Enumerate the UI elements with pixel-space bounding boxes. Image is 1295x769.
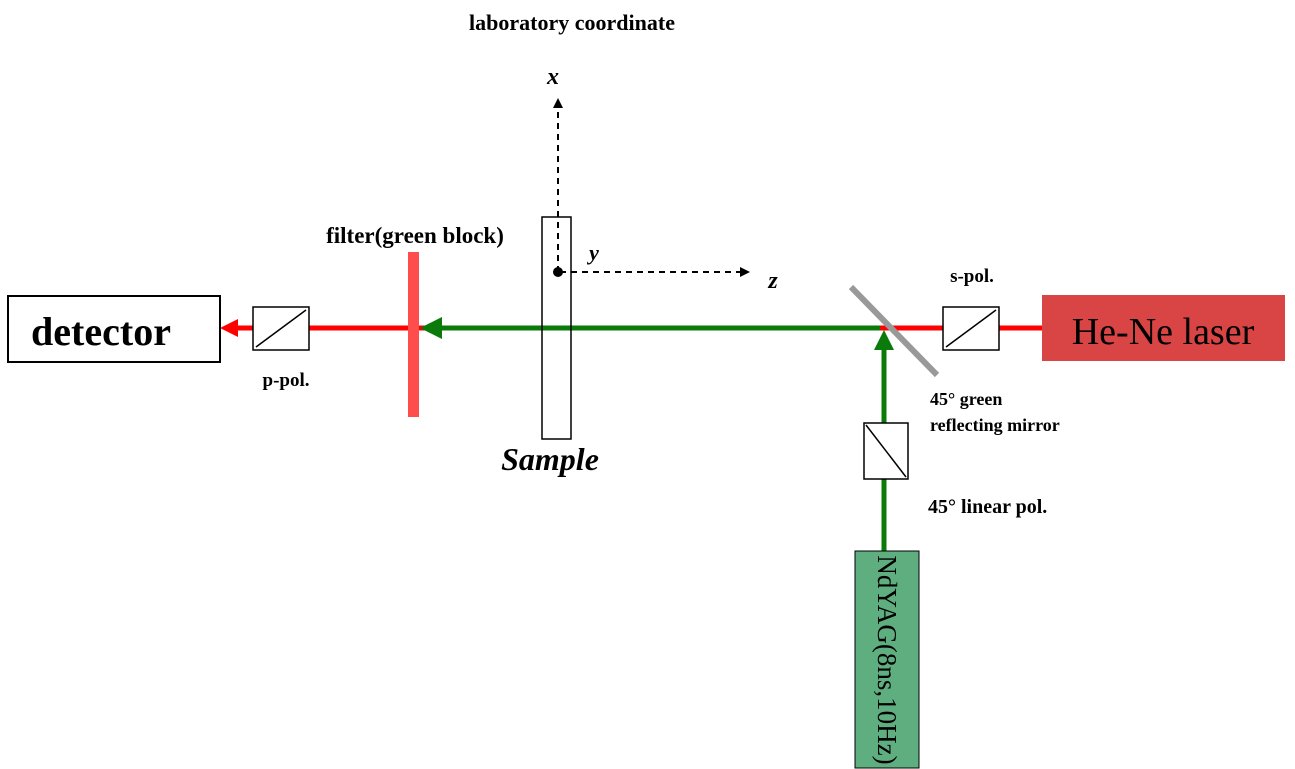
mirror-label-line1: 45° green	[930, 389, 1002, 409]
x-axis-label: x	[546, 64, 559, 90]
green-block-filter	[408, 252, 419, 417]
he-ne-laser-box	[1042, 295, 1285, 361]
coordinate-axes: x y z	[546, 64, 778, 294]
s-polarizer-label: s-pol.	[950, 266, 994, 287]
linear-polarizer	[863, 422, 909, 480]
green-reflecting-mirror	[848, 284, 940, 378]
p-polarizer-label: p-pol.	[263, 370, 310, 391]
nd-yag-laser-box	[854, 550, 920, 769]
nd-yag-laser-label: NdYAG(8ns,10Hz)	[872, 555, 902, 764]
y-axis-label: y	[586, 240, 599, 265]
sample-label: Sample	[501, 441, 599, 477]
he-ne-laser-label: He-Ne laser	[1072, 311, 1255, 353]
filter-label: filter(green block)	[326, 223, 504, 248]
linear-polarizer-label: 45° linear pol.	[928, 496, 1047, 518]
sample-slab	[541, 216, 572, 440]
green-beam-left-arrowhead	[420, 317, 442, 339]
p-polarizer	[252, 306, 310, 351]
y-axis-origin-dot	[553, 267, 563, 277]
green-beam-up-arrowhead	[874, 330, 894, 350]
detector-label: detector	[31, 309, 171, 354]
mirror-label-line2: reflecting mirror	[930, 415, 1060, 435]
s-polarizer	[942, 306, 1000, 351]
detector-box	[7, 295, 221, 363]
z-axis-label: z	[767, 268, 778, 294]
red-beam-arrowhead	[220, 319, 238, 337]
diagram-title: laboratory coordinate	[469, 10, 675, 35]
